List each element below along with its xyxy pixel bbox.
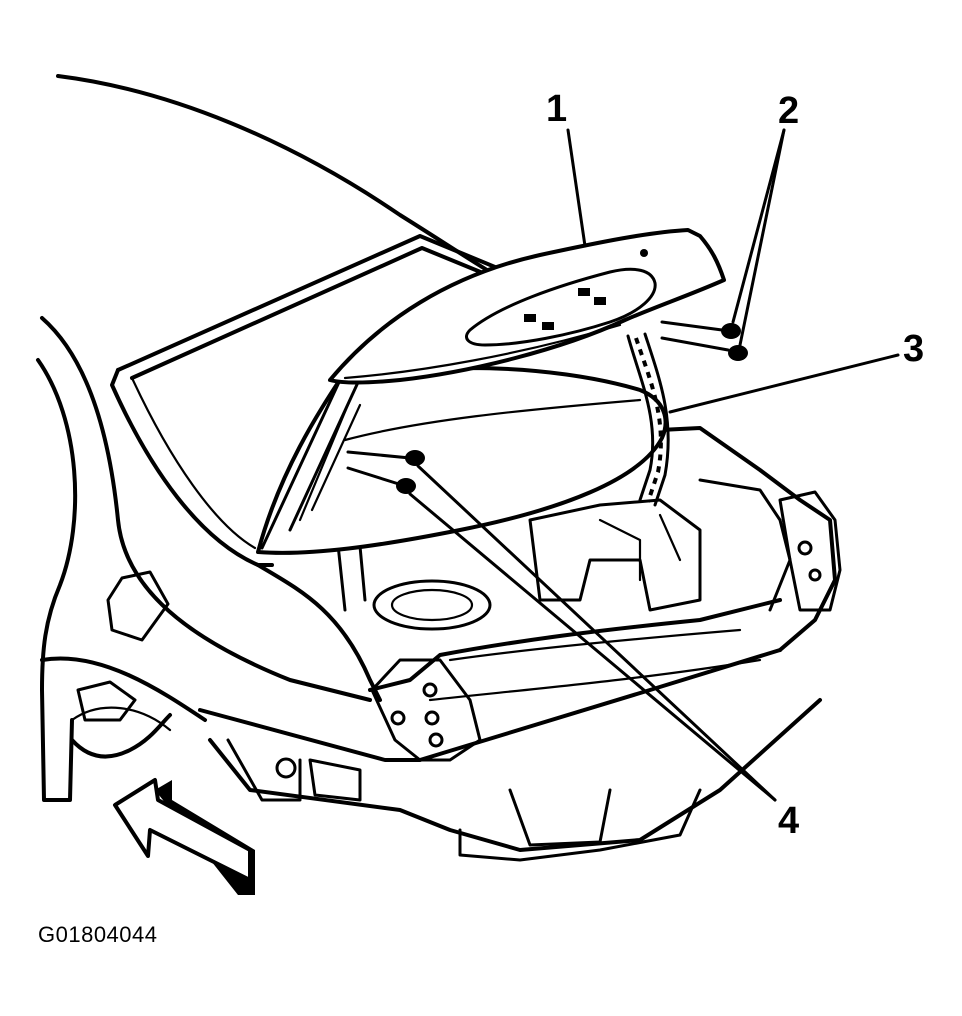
quarter-panel-upper xyxy=(40,316,372,702)
rear-panel-top xyxy=(198,648,782,762)
callout-4: 4 xyxy=(778,800,800,842)
rear-panel-slot xyxy=(308,758,362,802)
spoiler-underside xyxy=(343,323,622,380)
trunk-floor-2 xyxy=(428,658,762,702)
spoiler-hole-3 xyxy=(524,314,536,322)
trunk-bulkhead-detail xyxy=(598,513,682,582)
spoiler-stud-right-2 xyxy=(660,336,730,352)
bumper-lower-inner xyxy=(508,788,612,847)
wheelwell-bracket xyxy=(76,680,137,722)
spoiler-hole-2 xyxy=(594,297,606,305)
leader-4a xyxy=(416,464,777,802)
fuel-door xyxy=(106,570,170,642)
quarter-panel-lower xyxy=(36,358,78,692)
nut-right-lower xyxy=(728,345,748,361)
wheelwell-arch xyxy=(70,713,172,759)
leader-2b xyxy=(738,128,786,347)
rear-spoiler xyxy=(328,228,726,385)
callout-3: 3 xyxy=(903,328,925,370)
trunk-bulkhead xyxy=(528,498,702,612)
spare-tire-well xyxy=(372,579,492,631)
spoiler-stud-right-1 xyxy=(660,320,724,332)
callout-2: 2 xyxy=(778,90,800,132)
rear-panel-bracket-left xyxy=(226,738,302,802)
trunk-lid-inner-edge xyxy=(343,398,642,442)
nut-left-lower xyxy=(396,478,416,494)
rocker-line xyxy=(40,688,74,802)
wheel-opening xyxy=(40,656,207,722)
trunk-opening-right xyxy=(658,426,837,652)
bumper-lower-box xyxy=(458,788,702,862)
taillamp-stud-1 xyxy=(422,682,438,698)
roof-line xyxy=(56,74,502,280)
taillamp-mount-left xyxy=(370,658,482,762)
rear-window-inner-side xyxy=(130,376,257,550)
callout-1: 1 xyxy=(546,88,568,130)
taillamp-mount-right xyxy=(778,490,842,612)
spoiler-hole-5 xyxy=(640,249,648,257)
figure-id: G01804044 xyxy=(38,922,158,947)
trunk-lid-frame-left-2 xyxy=(298,393,362,522)
trunk-inner-right xyxy=(698,478,792,612)
spoiler-pad xyxy=(465,267,657,347)
rear-window-inner xyxy=(130,246,502,380)
rear-window-top xyxy=(116,234,514,372)
spare-tire-well-inner xyxy=(390,588,474,622)
trunk-lid xyxy=(256,366,668,555)
nut-right-upper xyxy=(721,323,741,339)
taillamp-stud-5 xyxy=(797,540,813,556)
taillamp-stud-6 xyxy=(808,568,822,582)
rear-window-outer xyxy=(110,368,274,567)
leader-3 xyxy=(668,353,900,414)
spoiler-hole-4 xyxy=(542,322,554,330)
weatherstrip-outer xyxy=(626,334,655,502)
weatherstrip-inner xyxy=(643,332,670,507)
rear-panel-bottom xyxy=(208,698,822,852)
rear-panel-hole xyxy=(275,757,297,779)
trunk-opening-left xyxy=(256,563,382,702)
taillamp-stud-3 xyxy=(424,710,440,726)
weatherstrip-pattern xyxy=(634,337,663,503)
trunk-opening-rim xyxy=(368,598,782,692)
leader-4b xyxy=(408,492,777,802)
leader-1 xyxy=(566,128,587,248)
direction-arrow-icon xyxy=(113,778,255,895)
spoiler-stud-left-1 xyxy=(346,450,412,460)
spoiler-stud-left-2 xyxy=(346,466,404,487)
taillamp-stud-4 xyxy=(428,732,444,748)
taillamp-stud-2 xyxy=(390,710,406,726)
nut-left-upper xyxy=(405,450,425,466)
leader-2a xyxy=(731,128,786,324)
trunk-floor xyxy=(448,628,742,662)
spoiler-hole-1 xyxy=(578,288,590,296)
